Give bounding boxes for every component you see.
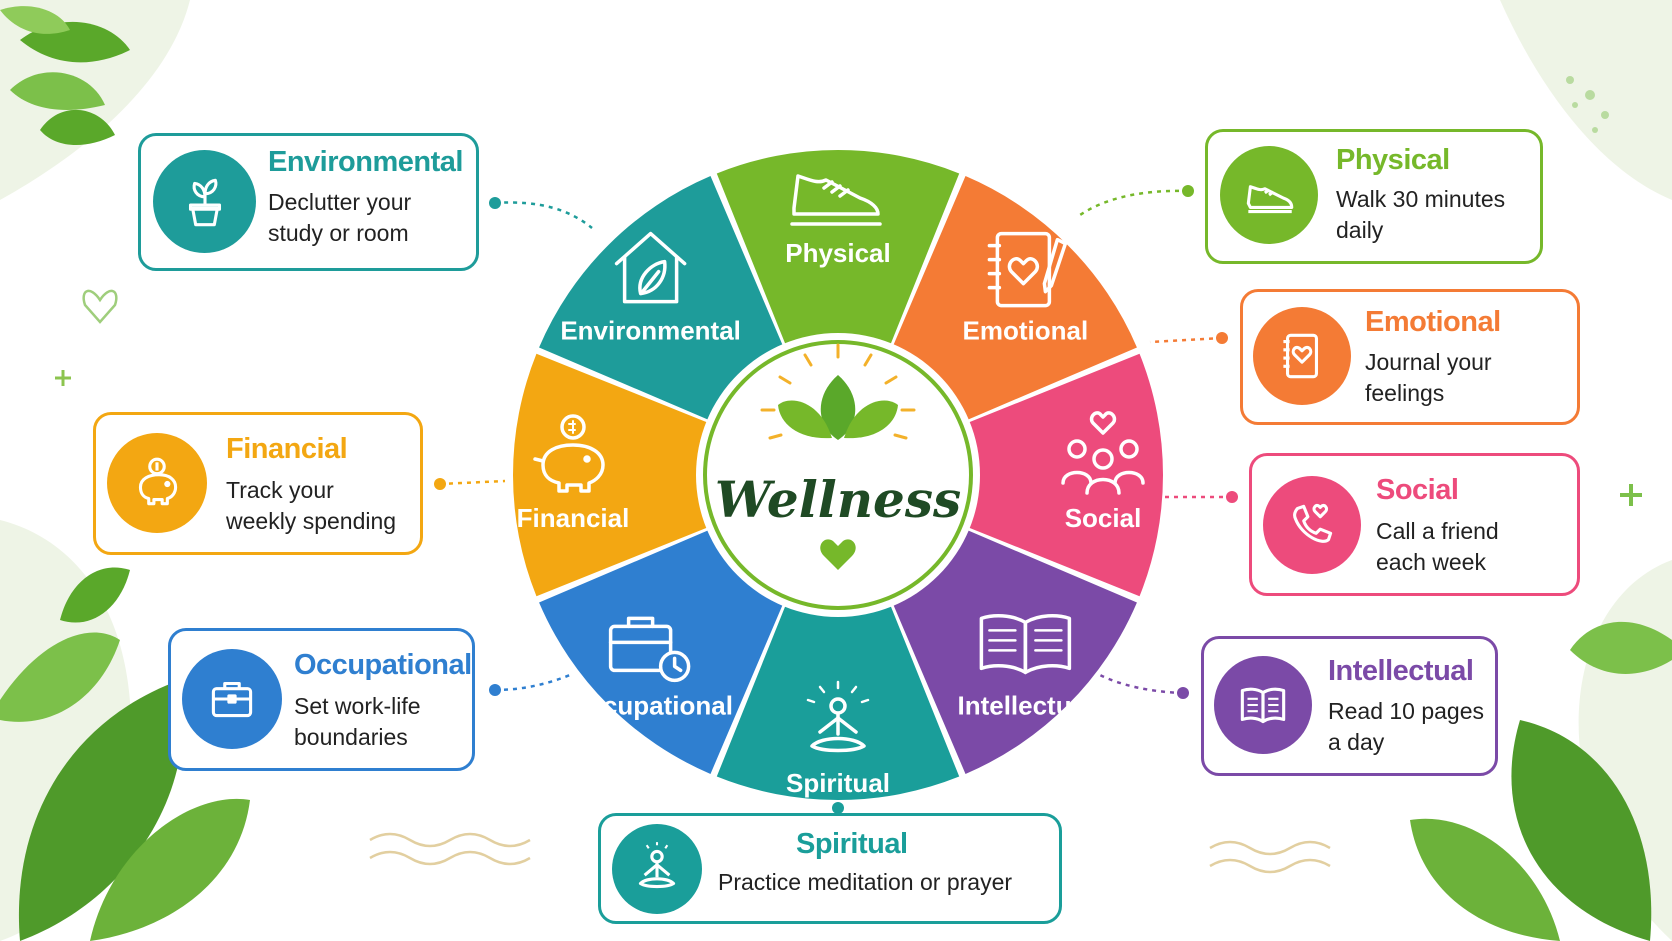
hub-leaves-icon [760,343,916,440]
bottom-left-leaves [0,567,250,941]
open-book-icon [1214,656,1312,754]
segment-shape [539,176,784,421]
journal-heart-icon [1253,307,1351,405]
piggy-bank-icon [533,414,605,493]
open-book-icon [979,614,1072,675]
segment-label: Environmental [560,316,741,346]
meditation-icon [806,680,870,753]
hub: Wellness [696,333,980,617]
card-title: Financial [226,433,348,465]
card-title: Occupational [294,649,472,681]
sneaker-icon [1220,146,1318,244]
segment-shape [892,529,1137,774]
hub-heart-icon [820,539,856,570]
card-title: Social [1376,474,1459,506]
card-text: Declutter your study or room [268,189,412,246]
card-title: Physical [1336,144,1450,176]
segment-label: Occupational [568,690,733,720]
card-title: Spiritual [796,828,908,860]
card-text: Call a friend each week [1376,518,1499,575]
journal-heart-icon [987,231,1068,308]
segment-financial: Financial [513,353,709,597]
hub-title: Wellness [715,470,961,529]
segment-occupational: Occupational [539,529,784,774]
card-occupational: Occupational Set work-life boundaries [168,628,475,771]
card-emotional: Emotional Journal your feelings [1240,289,1580,425]
segment-label: Financial [517,503,630,533]
house-leaf-icon [614,231,687,304]
segment-label: Emotional [963,316,1089,346]
bottom-right-leaves [1410,621,1672,941]
segment-spiritual: Spiritual [716,604,960,800]
segment-label: Social [1065,503,1142,533]
segment-label: Physical [785,238,891,268]
segment-emotional: Emotional [892,176,1137,421]
card-text: Walk 30 minutes daily [1336,186,1506,243]
card-environmental: Environmental Declutter your study or ro… [138,133,479,271]
briefcase-icon [182,649,282,749]
card-financial: Financial Track your weekly spending [93,412,423,555]
piggy-bank-icon [107,433,207,533]
segment-shape [513,353,709,597]
segment-label: Spiritual [786,768,890,798]
card-title: Intellectual [1328,655,1474,687]
card-text: Track your weekly spending [226,477,397,534]
segment-label: Intellectual [957,690,1093,720]
segment-social: Social [967,353,1163,597]
card-text: Set work-life boundaries [294,693,421,750]
people-heart-icon [1061,411,1145,495]
card-social: Social Call a friend each week [1249,453,1580,596]
card-spiritual: Spiritual Practice meditation or prayer [598,813,1062,924]
phone-heart-icon [1263,476,1361,574]
segment-environmental: Environmental [539,176,784,421]
segment-intellectual: Intellectual [892,529,1137,774]
top-left-leaves [0,6,130,146]
briefcase-clock-icon [608,616,691,683]
sneaker-icon [790,174,882,226]
plant-pot-icon [153,150,256,253]
meditation-icon [612,824,702,914]
segment-shape [892,176,1137,421]
card-text: Journal your feelings [1365,349,1492,406]
segment-shape [539,529,784,774]
card-text: Practice meditation or prayer [718,869,1013,895]
card-title: Emotional [1365,306,1501,338]
card-text: Read 10 pages a day [1328,698,1485,755]
card-title: Environmental [268,146,463,178]
segment-physical: Physical [716,150,960,346]
segment-shape [716,150,960,346]
segment-shape [716,604,960,800]
card-intellectual: Intellectual Read 10 pages a day [1201,636,1498,776]
card-physical: Physical Walk 30 minutes daily [1205,129,1543,264]
